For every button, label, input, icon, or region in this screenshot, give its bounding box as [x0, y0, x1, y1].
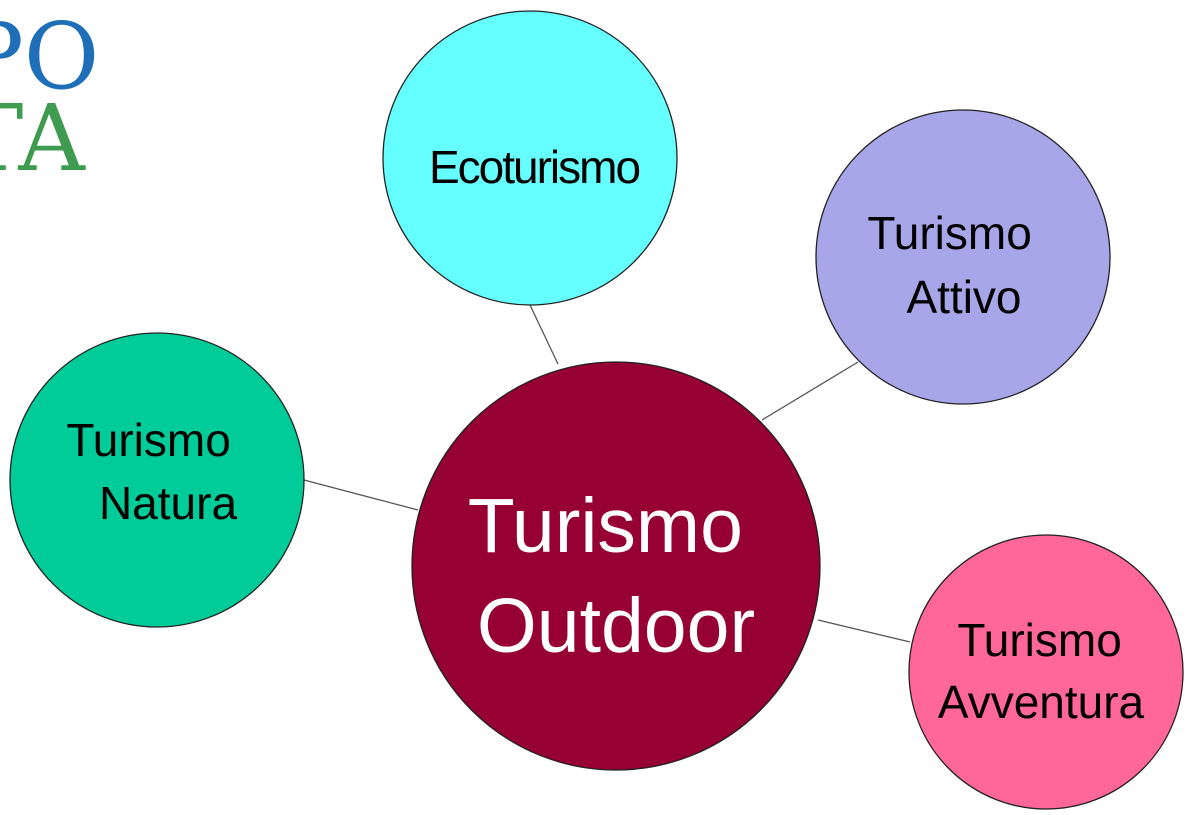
connectors	[303, 304, 911, 643]
node-turismo-natura-circle	[9, 332, 305, 628]
node-ecoturismo-label: Ecoturismo	[429, 141, 639, 193]
node-turismo-natura-line-1: Turismo	[66, 414, 230, 466]
logo: PO TA	[0, 3, 99, 192]
connector-turismo-attivo	[761, 361, 859, 421]
connector-turismo-natura	[303, 479, 419, 511]
node-turismo-outdoor-label: Turismo Outdoor	[468, 483, 765, 669]
node-turismo-natura-line-2: Natura	[99, 477, 237, 529]
node-ecoturismo: Ecoturismo	[382, 10, 678, 306]
node-turismo-avventura: Turismo Avventura	[908, 534, 1184, 810]
node-turismo-avventura-label: Turismo Avventura	[938, 614, 1145, 728]
connector-turismo-avventura	[817, 619, 911, 643]
node-turismo-outdoor: Turismo Outdoor	[411, 361, 821, 771]
node-turismo-attivo-circle	[815, 109, 1111, 405]
node-turismo-attivo-line-2: Attivo	[906, 271, 1021, 323]
node-turismo-attivo-line-1: Turismo	[867, 207, 1031, 259]
logo-line-bottom: TA	[0, 85, 86, 192]
node-turismo-avventura-line-2: Avventura	[938, 676, 1145, 728]
logo-line-top: PO	[0, 3, 99, 110]
connector-ecoturismo	[529, 304, 559, 365]
node-turismo-natura: Turismo Natura	[9, 332, 305, 628]
node-turismo-attivo-label: Turismo Attivo	[867, 207, 1044, 323]
node-turismo-outdoor-circle	[411, 361, 821, 771]
node-turismo-outdoor-line-2: Outdoor	[477, 583, 755, 669]
node-turismo-attivo: Turismo Attivo	[815, 109, 1111, 405]
node-ecoturismo-circle	[382, 10, 678, 306]
node-turismo-outdoor-line-1: Turismo	[468, 483, 743, 569]
node-turismo-avventura-circle	[908, 534, 1184, 810]
node-turismo-avventura-line-1: Turismo	[957, 614, 1121, 666]
node-turismo-natura-label: Turismo Natura	[66, 414, 243, 529]
